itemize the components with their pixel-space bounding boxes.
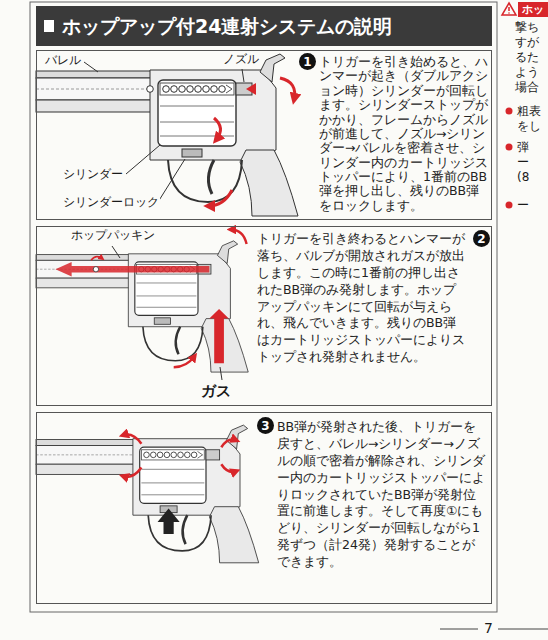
warning-icon bbox=[508, 12, 510, 14]
band-text: ホッ bbox=[522, 3, 544, 16]
leader-line bbox=[84, 62, 98, 72]
revolver bbox=[36, 54, 298, 216]
warning-band: ホッ bbox=[518, 2, 548, 17]
column-fragment: すが bbox=[514, 35, 540, 49]
column-fragment: ー bbox=[516, 155, 530, 169]
leader-line bbox=[158, 159, 185, 202]
column-fragment: 場合 bbox=[514, 80, 540, 94]
column-fragment: をし bbox=[516, 119, 542, 133]
leader-line bbox=[112, 246, 120, 258]
red-arrow bbox=[208, 190, 232, 206]
part-label: シリンダー bbox=[62, 168, 124, 182]
part-label: シリンダーロック bbox=[62, 196, 160, 210]
step-panel: BB弾が発射された後、トリガーを戻すと、バレル→シリンダー→ノズルの順で密着が解… bbox=[36, 412, 492, 604]
step1-drawing bbox=[36, 54, 298, 216]
red-arrow bbox=[174, 356, 195, 367]
column-fragment: 粗表 bbox=[516, 104, 542, 118]
callout-number: 2 bbox=[477, 233, 485, 245]
page-frame bbox=[30, 2, 497, 612]
red-arrow bbox=[123, 435, 142, 444]
warning-icon bbox=[508, 7, 510, 11]
step-number: 3 bbox=[257, 417, 274, 434]
step-number: 1 bbox=[299, 53, 316, 70]
leader-line bbox=[220, 367, 222, 380]
part-label: バレル bbox=[44, 54, 82, 68]
page-rule bbox=[498, 629, 548, 630]
bullet-dot bbox=[506, 108, 513, 115]
callout-number: 1 bbox=[303, 56, 311, 68]
callout-number: 3 bbox=[261, 420, 269, 432]
part-label: ガス bbox=[200, 382, 232, 400]
column-fragment: るた bbox=[514, 50, 540, 64]
red-arrow bbox=[221, 440, 236, 448]
red-arrow bbox=[246, 83, 256, 95]
bullet-dot bbox=[506, 202, 513, 209]
title-icon bbox=[44, 20, 54, 32]
page-rule bbox=[440, 629, 478, 630]
gas-arrow bbox=[55, 262, 209, 277]
warning-icon bbox=[502, 3, 516, 15]
column-fragment: 撃ち bbox=[514, 20, 540, 34]
leader-line bbox=[126, 145, 160, 174]
part-label: ノズル bbox=[222, 53, 260, 67]
red-arrow bbox=[230, 230, 246, 245]
spin-arrow bbox=[91, 257, 102, 261]
revolver bbox=[36, 241, 248, 372]
column-fragment: ー bbox=[516, 198, 530, 212]
leader-line bbox=[242, 69, 244, 82]
step-panel: トリガーを引き終わるとハンマーが落ち、バルブが開放されガスが放出します。この時に… bbox=[36, 226, 492, 406]
column-fragment: 弾 bbox=[516, 140, 530, 154]
red-arrow bbox=[221, 464, 236, 472]
part-label: ホップパッキン bbox=[70, 229, 156, 243]
up-arrow bbox=[158, 508, 180, 534]
step-description: トリガーを引き始めると、ハンマーが起き（ダブルアクション時）シリンダーが回転しま… bbox=[319, 55, 489, 213]
red-arrow bbox=[214, 118, 221, 140]
step2-drawing bbox=[36, 230, 248, 373]
page-number: 7 bbox=[483, 620, 494, 637]
revolver bbox=[36, 425, 259, 563]
bb-pellet bbox=[147, 86, 154, 93]
red-arrow bbox=[123, 468, 142, 477]
page-title: ホップアップ付24連射システムの説明 bbox=[62, 6, 392, 46]
bb-pellet bbox=[93, 267, 98, 272]
step3-drawing bbox=[36, 425, 259, 563]
gas-arrow bbox=[209, 309, 228, 363]
column-fragment: (8 bbox=[516, 170, 530, 184]
step-description: トリガーを引き終わるとハンマーが落ち、バルブが開放されガスが放出します。この時に… bbox=[257, 231, 467, 366]
step-number: 2 bbox=[473, 230, 490, 247]
step-description: BB弾が発射された後、トリガーを戻すと、バレル→シリンダー→ノズルの順で密着が解… bbox=[277, 419, 487, 571]
bullet-dot bbox=[506, 144, 513, 151]
title-band bbox=[36, 6, 492, 46]
step-panel: トリガーを引き始めると、ハンマーが起き（ダブルアクション時）シリンダーが回転しま… bbox=[36, 50, 492, 220]
column-fragment: よう bbox=[514, 65, 540, 79]
red-arrow bbox=[280, 78, 295, 100]
